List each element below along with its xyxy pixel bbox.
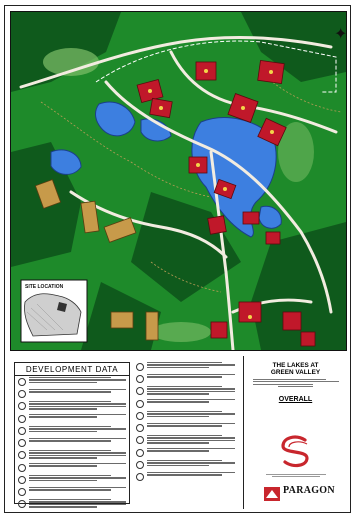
legend-entry — [136, 374, 235, 383]
site-location-inset[interactable]: SITE LOCATION — [20, 279, 88, 343]
legend-entry — [136, 459, 235, 469]
development-data-title: DEVELOPMENT DATA — [15, 363, 129, 376]
legend-entry — [136, 362, 235, 371]
project-title-line1: THE LAKES AT — [272, 362, 319, 369]
title-area: DEVELOPMENT DATA THE LAKES AT GREEN VALL… — [10, 356, 347, 509]
legend-entry — [18, 377, 126, 386]
site-map[interactable]: SITE LOCATION — [10, 11, 347, 351]
legend-entry — [136, 471, 235, 481]
project-title-line2: GREEN VALLEY — [270, 369, 321, 376]
title-block: THE LAKES AT GREEN VALLEY OVERALL P — [243, 356, 347, 509]
legend-entry — [136, 386, 235, 396]
firm-icon — [264, 487, 280, 501]
legend-bullet-icon — [18, 499, 26, 508]
legend-entry — [136, 447, 235, 457]
site-plan-sheet: SITE LOCATION ✦ DEVELOPMENT DATA THE LAK… — [4, 5, 351, 513]
firm-tagline — [283, 496, 285, 500]
project-title: THE LAKES AT GREEN VALLEY — [244, 362, 347, 376]
development-data-box: DEVELOPMENT DATA — [14, 362, 130, 508]
open-field — [278, 122, 314, 182]
building[interactable] — [300, 331, 316, 347]
legend-bullet-icon — [18, 463, 26, 472]
client-logo-icon — [281, 435, 309, 468]
legend-bullet-icon — [18, 475, 26, 484]
firm-name: PARAGON — [283, 485, 335, 496]
firm-logo: PARAGON — [264, 485, 344, 505]
legend-bullet-icon — [136, 399, 144, 408]
building[interactable] — [210, 321, 228, 339]
legend-entry — [18, 474, 126, 484]
client-name — [266, 474, 326, 478]
legend-bullet-icon — [18, 378, 26, 386]
east-pond — [258, 205, 282, 229]
legend-bullet-icon — [136, 435, 144, 444]
legend-bullet-icon — [18, 414, 26, 423]
legend-entry — [136, 422, 235, 432]
sheet-title: OVERALL — [278, 396, 313, 404]
legend-entry — [18, 498, 126, 509]
legend-entry — [18, 462, 126, 472]
legend-bullet-icon — [18, 450, 26, 459]
inset-site-marker — [57, 302, 67, 312]
legend-bullet-icon — [136, 387, 144, 395]
existing-buildings — [34, 179, 159, 341]
legend-bullet-icon — [18, 426, 26, 435]
legend-bullet-icon — [136, 375, 144, 383]
forest-area — [241, 12, 346, 82]
inset-label: SITE LOCATION — [25, 284, 64, 290]
legend-entry — [18, 425, 126, 435]
building[interactable] — [207, 215, 227, 235]
legend-bullet-icon — [136, 423, 144, 432]
map-canvas: SITE LOCATION — [11, 12, 346, 350]
forest-area — [251, 222, 346, 350]
north-arrow-icon: ✦ — [334, 26, 348, 43]
legend-entry — [18, 401, 126, 411]
legend-bullet-icon — [18, 438, 26, 447]
building[interactable] — [265, 231, 281, 245]
south-pond — [50, 149, 82, 175]
legend-bullet-icon — [136, 363, 144, 371]
building-markers — [148, 69, 274, 319]
open-field — [43, 48, 99, 76]
legend-bullet-icon — [136, 448, 144, 457]
legend-entry — [136, 398, 235, 408]
west-road — [69, 190, 228, 259]
legend-bullet-icon — [136, 472, 144, 481]
site-boundary — [95, 40, 337, 93]
legend-entry — [18, 413, 126, 423]
project-subtitle — [252, 379, 339, 388]
building[interactable] — [282, 311, 302, 331]
legend-entry — [18, 389, 126, 398]
main-road — [19, 35, 333, 89]
legend-bullet-icon — [136, 411, 144, 420]
building[interactable] — [238, 301, 262, 323]
building[interactable] — [242, 211, 260, 225]
south-road — [209, 150, 235, 350]
legend-bullet-icon — [18, 487, 26, 496]
legend-entry — [18, 449, 126, 460]
legend-entry — [136, 434, 235, 445]
development-data-list-2 — [133, 362, 238, 504]
inset-hatch — [26, 303, 64, 331]
loop-road — [104, 80, 333, 314]
legend-entry — [18, 486, 126, 496]
legend-bullet-icon — [18, 390, 26, 398]
open-field — [151, 322, 211, 342]
legend-entry — [18, 437, 126, 447]
development-data-list — [15, 377, 129, 508]
legend-bullet-icon — [18, 402, 26, 410]
west-pond — [95, 101, 136, 137]
legend-bullet-icon — [136, 460, 144, 469]
legend-entry — [136, 410, 235, 420]
